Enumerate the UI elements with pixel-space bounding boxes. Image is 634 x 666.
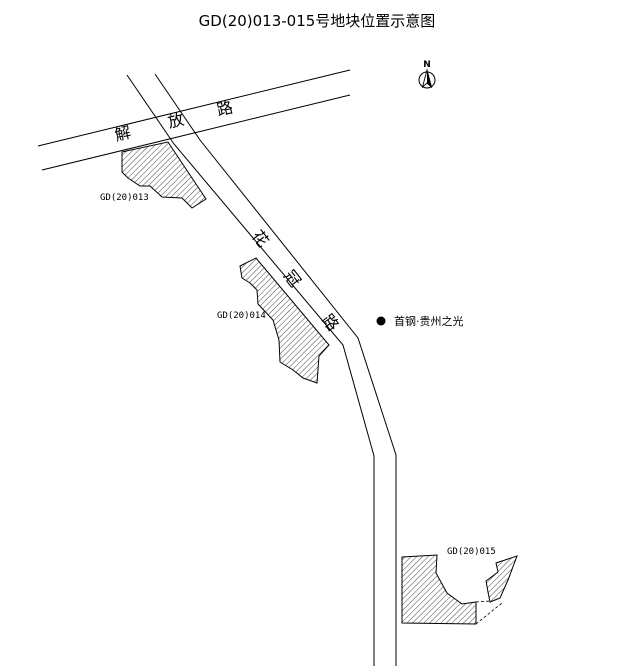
plot-label-013: GD(20)013 — [100, 193, 149, 203]
road-label-jiefang-2: 放 — [166, 110, 186, 132]
road-label-huaguan-1: 花 — [248, 226, 273, 250]
road-jiefang: 解 放 路 — [37, 69, 351, 171]
road-label-huaguan-2: 冠 — [280, 266, 305, 290]
road-label-jiefang-3: 路 — [215, 98, 235, 120]
north-arrow-icon — [418, 68, 436, 89]
poi-label: 首钢·贵州之光 — [394, 314, 464, 328]
map-title: GD(20)013-015号地块位置示意图 — [199, 12, 436, 30]
road-label-jiefang-1: 解 — [113, 123, 133, 145]
plot-014: GD(20)014 — [217, 257, 330, 384]
plot-015: GD(20)015 — [401, 547, 518, 625]
north-arrow: N — [418, 60, 436, 89]
plot-label-014: GD(20)014 — [217, 311, 266, 321]
north-label: N — [423, 60, 431, 70]
plot-label-015: GD(20)015 — [447, 547, 496, 557]
poi-dot-icon — [376, 316, 386, 326]
plot-013: GD(20)013 — [100, 141, 207, 209]
poi-marker: 首钢·贵州之光 — [376, 314, 464, 328]
